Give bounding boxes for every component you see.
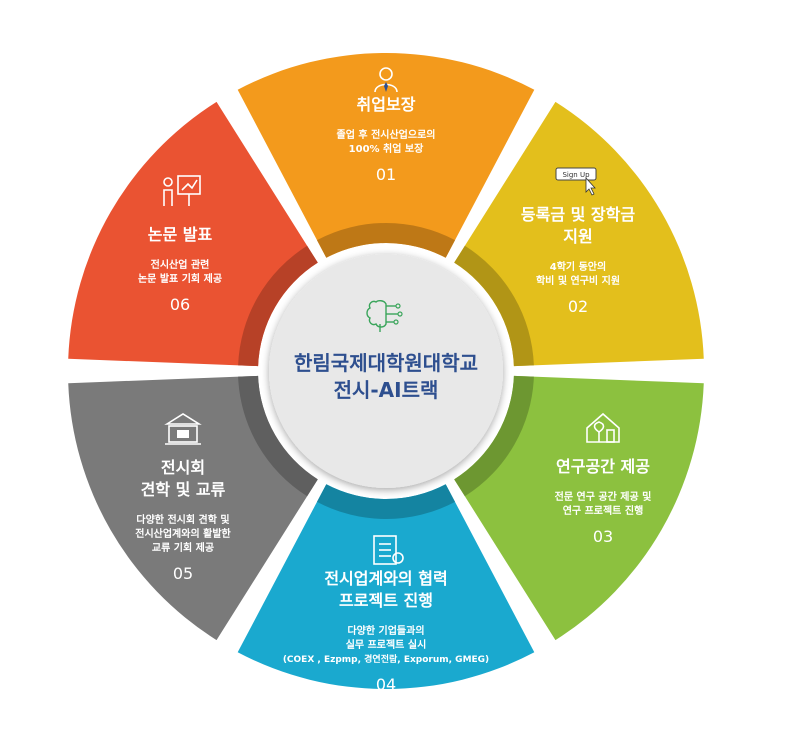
segment-01-number: 01	[376, 165, 396, 184]
segment-01-desc-line1: 졸업 후 전시산업으로의	[337, 128, 436, 141]
segment-04	[237, 484, 535, 689]
segment-02-title-line2: 지원	[563, 227, 592, 246]
segment-03	[454, 375, 704, 641]
segment-02	[454, 101, 704, 367]
segment-inner-band-05	[238, 375, 318, 497]
segment-inner-band-06	[238, 245, 318, 367]
segment-04-title-line2: 프로젝트 진행	[339, 591, 433, 610]
person-tie-icon	[374, 67, 398, 93]
segment-05-desc-line2: 전시산업계와의 활발한	[135, 527, 231, 540]
segment-04-desc-line3: (COEX , Ezpmp, 경연전람, Exporum, GMEG)	[283, 653, 489, 665]
ai-brain-circuit-icon	[366, 299, 403, 332]
segment-inner-band-02	[454, 245, 534, 367]
segment-06-title-line1: 논문 발표	[148, 225, 213, 244]
segment-04-number: 04	[376, 675, 396, 694]
document-project-icon	[373, 535, 404, 565]
house-plant-icon	[586, 412, 620, 443]
segment-02-title-line1: 등록금 및 장학금	[521, 205, 635, 224]
segment-01	[237, 52, 535, 258]
segment-06-desc-line1: 전시산업 관련	[151, 258, 210, 271]
segment-06-desc-line2: 논문 발표 기회 제공	[138, 272, 222, 285]
segment-05-desc-line1: 다양한 전시회 견학 및	[136, 513, 229, 526]
segment-01-desc-line2: 100% 취업 보장	[349, 142, 424, 155]
segment-04-title-line1: 전시업계와의 협력	[324, 569, 447, 588]
presentation-board-icon	[163, 175, 201, 206]
segment-05-number: 05	[173, 564, 193, 583]
segment-05-desc-line3: 교류 기회 제공	[152, 541, 214, 554]
segment-inner-band-03	[454, 375, 534, 497]
exhibition-hall-icon	[164, 413, 202, 445]
segment-05	[68, 375, 318, 641]
segment-06	[68, 101, 318, 367]
segment-inner-band-01	[316, 223, 456, 258]
signup-click-icon: Sign Up	[555, 167, 597, 196]
segment-06-number: 06	[170, 295, 190, 314]
segment-04-desc-line2: 실무 프로젝트 실시	[346, 638, 427, 651]
segment-05-title-line1: 전시회	[161, 458, 205, 477]
center-hub: 한림국제대학원대학교 전시-AI트랙	[269, 254, 503, 488]
segment-02-desc-line2: 학비 및 연구비 지원	[536, 274, 620, 287]
segment-03-desc-line1: 전문 연구 공간 제공 및	[555, 490, 652, 503]
segment-05-title-line2: 견학 및 교류	[141, 480, 226, 499]
segment-01-title-line1: 취업보장	[357, 95, 416, 114]
center-title-line1: 한림국제대학원대학교	[294, 351, 478, 375]
segment-03-desc-line2: 연구 프로젝트 진행	[563, 504, 644, 517]
signup-icon-label: Sign Up	[562, 171, 590, 179]
center-title-line2: 전시-AI트랙	[334, 378, 439, 402]
segment-02-number: 02	[568, 297, 588, 316]
segment-04-desc-line1: 다양한 기업들과의	[347, 624, 424, 637]
center-circle	[269, 254, 503, 488]
segment-03-title-line1: 연구공간 제공	[556, 457, 650, 476]
segment-02-desc-line1: 4학기 동안의	[550, 260, 606, 273]
segment-03-number: 03	[593, 527, 613, 546]
segment-inner-band-04	[316, 484, 456, 519]
